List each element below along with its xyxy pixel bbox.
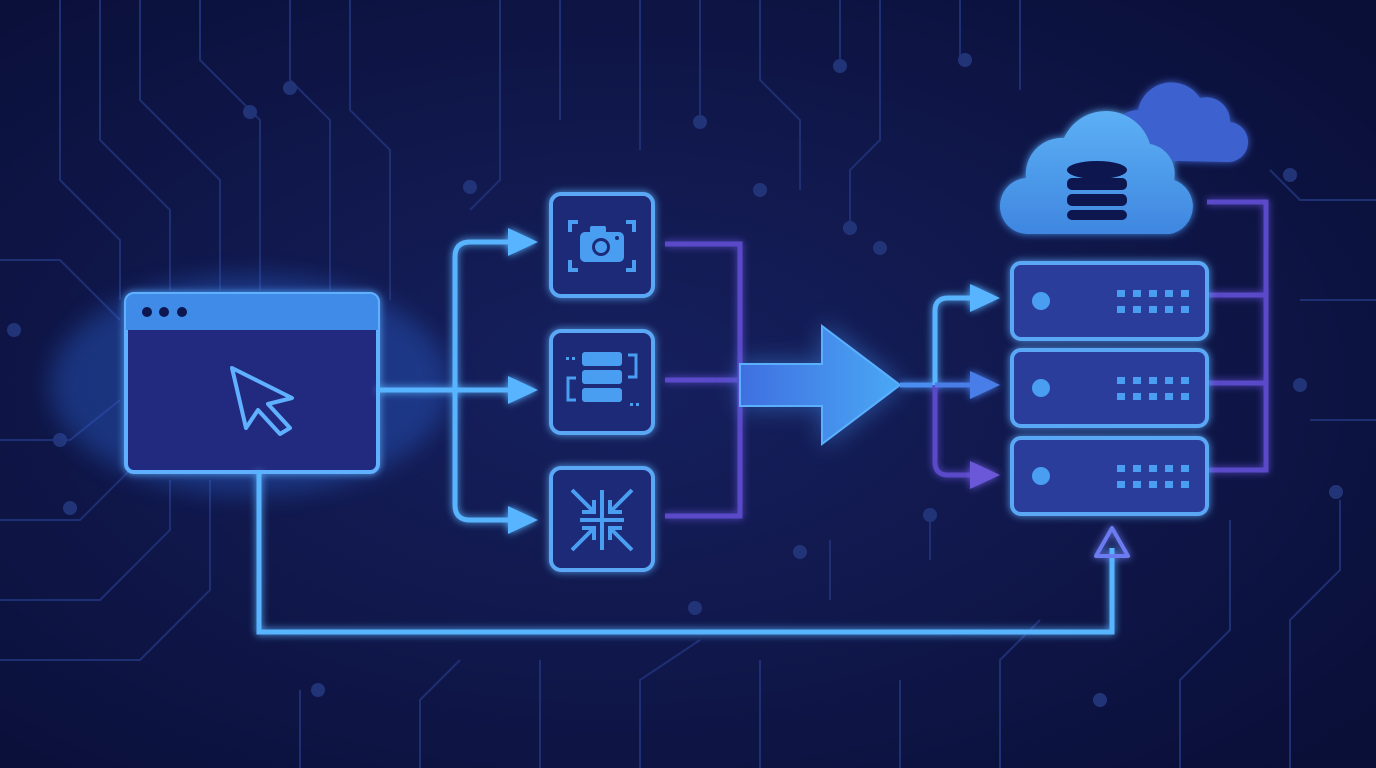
drive-bay-icon <box>1149 306 1157 313</box>
drive-bay-icon <box>1149 465 1157 472</box>
stacked-records-icon <box>566 352 639 406</box>
drive-bay-icon <box>1117 481 1125 488</box>
window-dot-icon <box>142 307 152 317</box>
fan-out-connectors <box>378 239 512 523</box>
window-dot-icon <box>159 307 169 317</box>
compress-arrows-icon <box>570 488 634 552</box>
circuit-nodes <box>7 53 1343 707</box>
large-arrow-right-icon <box>739 323 902 447</box>
power-led-icon <box>1032 467 1050 485</box>
server-rack-icon[interactable] <box>1010 348 1209 428</box>
drive-bay-icon <box>1117 465 1125 472</box>
drive-bay-icon <box>1133 393 1141 400</box>
camera-capture-icon <box>568 220 636 272</box>
drive-bay-icon <box>1117 377 1125 384</box>
arrow-head-icon <box>1094 526 1130 558</box>
browser-window-cursor-icon[interactable] <box>124 292 380 474</box>
arrow-head-icon <box>508 228 538 256</box>
processor-records[interactable] <box>549 329 655 435</box>
drive-bay-icon <box>1117 290 1125 297</box>
cloud-database-icon[interactable] <box>999 82 1249 235</box>
drive-bay-icon <box>1133 377 1141 384</box>
drive-bay-icon <box>1149 377 1157 384</box>
drive-bay-icon <box>1165 481 1173 488</box>
drive-bay-icon <box>1149 481 1157 488</box>
drive-bay-icon <box>1117 393 1125 400</box>
drive-bay-icon <box>1165 465 1173 472</box>
drive-bay-icon <box>1165 290 1173 297</box>
arrow-head-icon <box>970 461 1000 489</box>
drive-bay-icon <box>1117 306 1125 313</box>
drive-bay-icon <box>1149 290 1157 297</box>
drive-bay-icon <box>1181 377 1189 384</box>
drive-bay-icon <box>1181 306 1189 313</box>
arrow-head-icon <box>970 284 1000 312</box>
server-stack <box>1010 261 1209 516</box>
database-icon <box>1067 161 1127 220</box>
drive-bay-icon <box>1165 306 1173 313</box>
drive-bay-icon <box>1149 393 1157 400</box>
drive-bay-icon <box>1181 481 1189 488</box>
server-rack-icon[interactable] <box>1010 436 1209 516</box>
drive-bay-icon <box>1133 306 1141 313</box>
cloud-sync-connectors <box>1207 199 1269 473</box>
drive-bay-icon <box>1181 393 1189 400</box>
server-rack-icon[interactable] <box>1010 261 1209 341</box>
processor-camera[interactable] <box>549 192 655 298</box>
arrow-head-icon <box>508 376 538 404</box>
power-led-icon <box>1032 379 1050 397</box>
power-led-icon <box>1032 292 1050 310</box>
drive-bay-icon <box>1133 465 1141 472</box>
drive-bay-icon <box>1133 290 1141 297</box>
arrow-head-icon <box>970 371 1000 399</box>
distribution-connectors <box>900 295 975 478</box>
arrow-head-icon <box>508 506 538 534</box>
drive-bay-icon <box>1165 393 1173 400</box>
drive-bay-icon <box>1181 290 1189 297</box>
drive-bay-icon <box>1133 481 1141 488</box>
processor-compress[interactable] <box>549 466 655 572</box>
bypass-connector <box>256 472 1130 635</box>
drive-bay-icon <box>1165 377 1173 384</box>
cursor-icon <box>230 366 294 436</box>
window-dot-icon <box>177 307 187 317</box>
drive-bay-icon <box>1181 465 1189 472</box>
